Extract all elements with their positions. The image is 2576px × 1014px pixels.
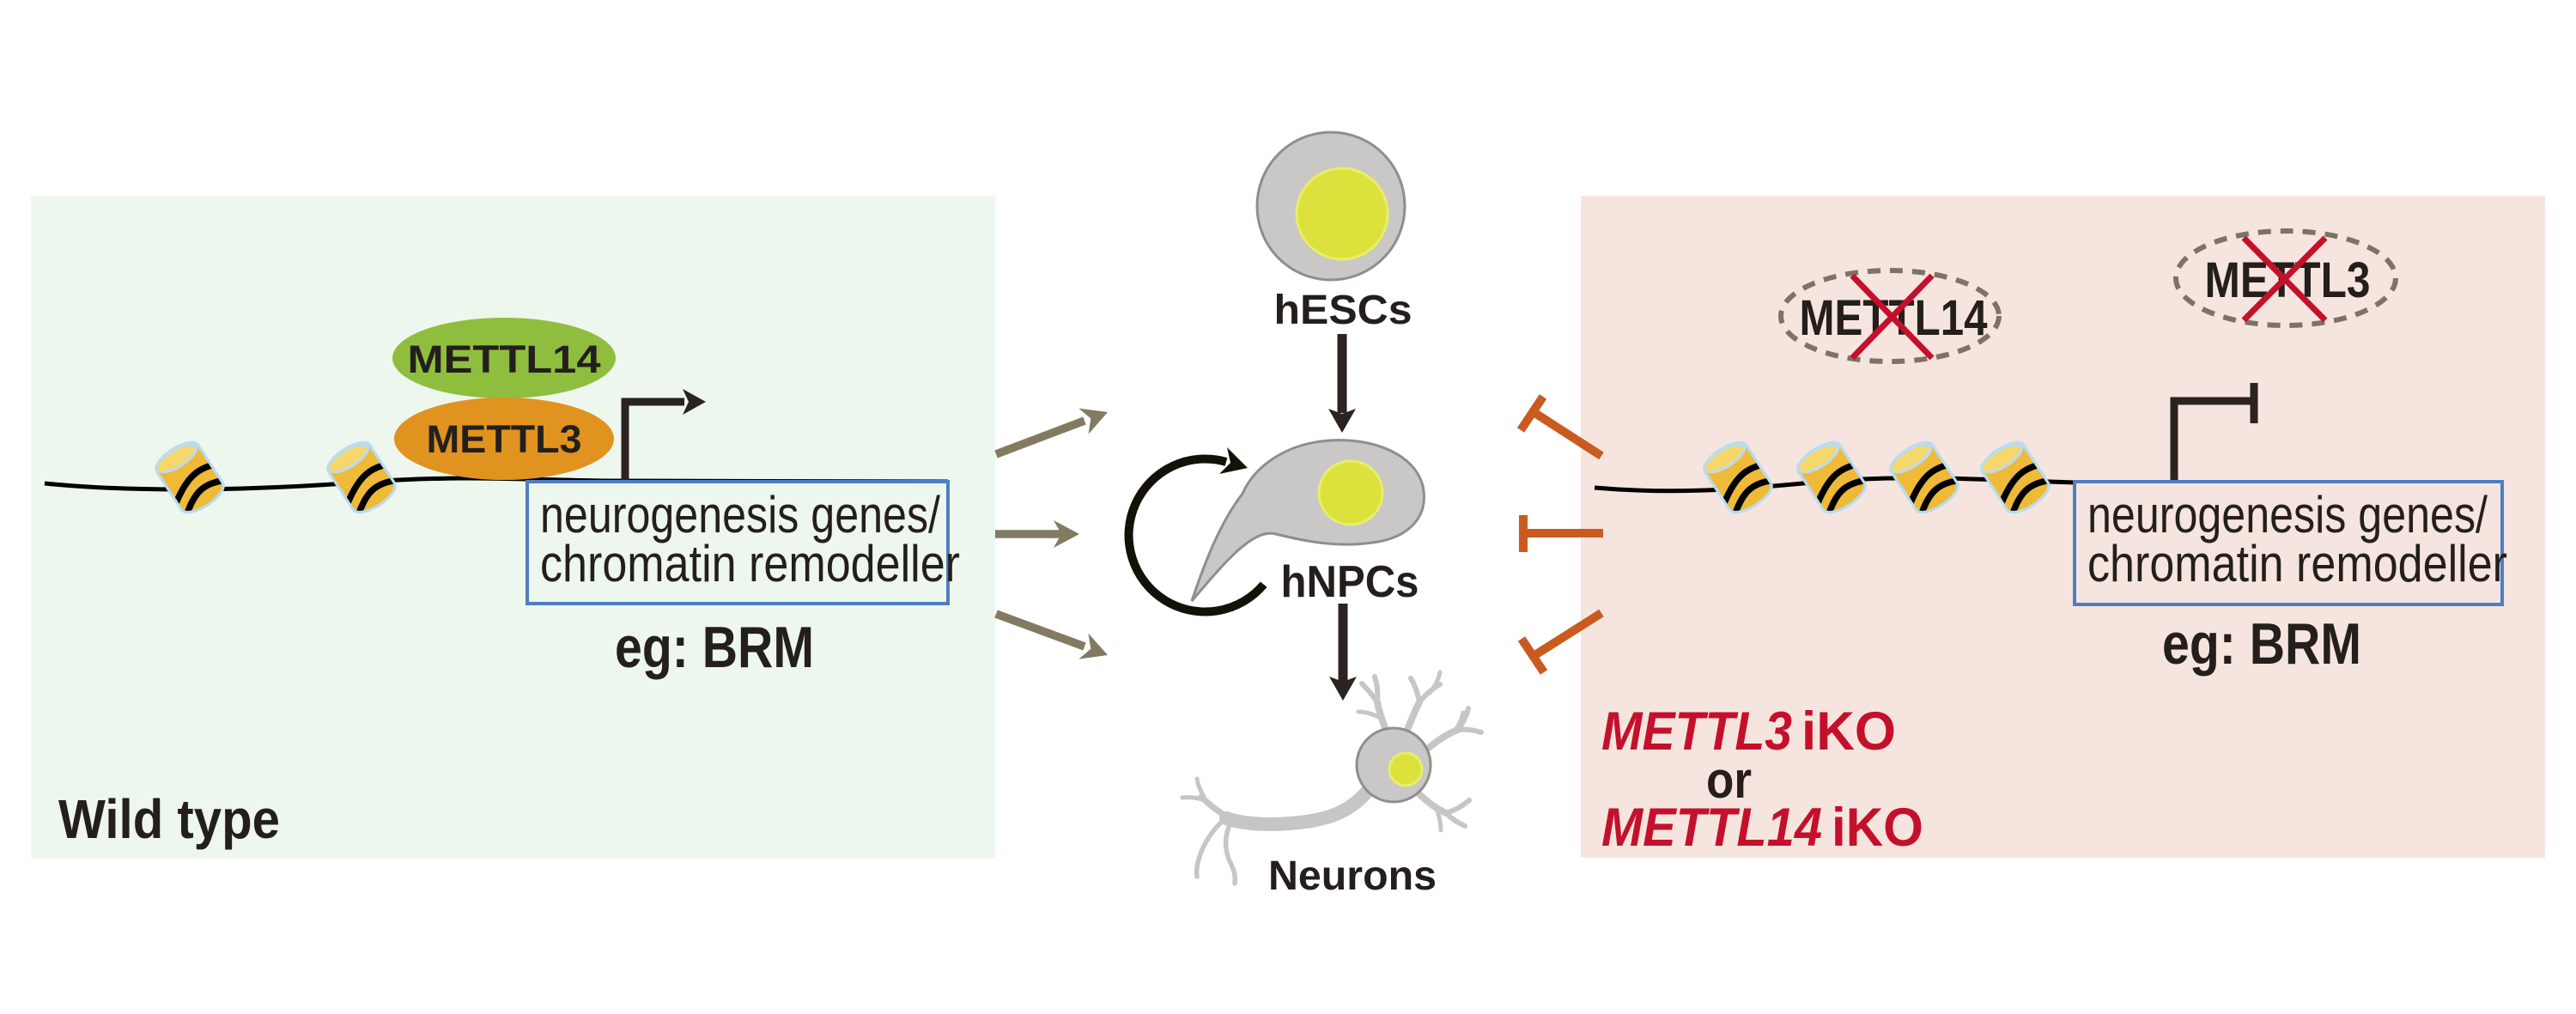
svg-text:iKO: iKO [1832,798,1923,858]
svg-text:hNPCs: hNPCs [1281,557,1419,607]
svg-text:METTL3: METTL3 [427,417,582,461]
svg-text:METTL14: METTL14 [1601,798,1822,858]
svg-text:iKO: iKO [1801,701,1896,762]
svg-text:METTL3: METTL3 [1601,701,1792,762]
svg-text:hESCs: hESCs [1274,288,1413,333]
svg-text:METTL14: METTL14 [408,337,601,381]
svg-text:neurogenesis genes/: neurogenesis genes/ [540,486,940,543]
svg-text:Neurons: Neurons [1268,853,1437,899]
svg-text:eg: BRM: eg: BRM [615,615,814,680]
svg-text:eg: BRM: eg: BRM [2162,611,2361,677]
svg-text:or: or [1706,751,1752,809]
svg-text:chromatin remodeller: chromatin remodeller [540,535,960,592]
svg-text:neurogenesis genes/: neurogenesis genes/ [2087,486,2488,543]
svg-text:Wild type: Wild type [58,788,280,850]
svg-text:chromatin remodeller: chromatin remodeller [2087,535,2507,592]
